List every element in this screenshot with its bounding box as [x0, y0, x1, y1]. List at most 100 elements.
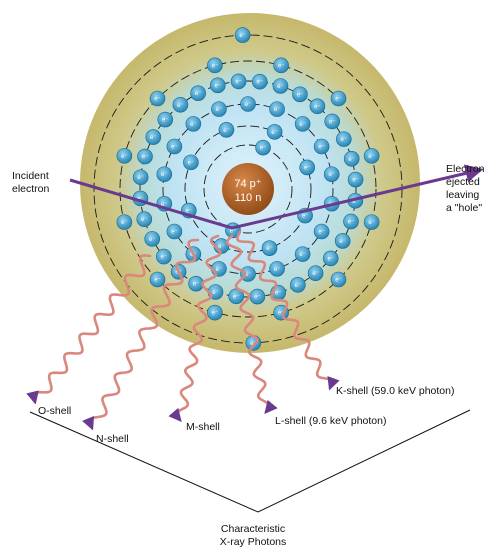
electron: e⁻ — [322, 250, 339, 267]
incident-label-line2: electron — [12, 183, 50, 195]
electron: e⁻ — [144, 231, 161, 247]
svg-text:e⁻: e⁻ — [230, 228, 237, 234]
electron: e⁻ — [272, 78, 289, 94]
svg-text:e⁻: e⁻ — [161, 172, 168, 178]
ejected-label-line2: ejected — [446, 176, 480, 188]
svg-text:e⁻: e⁻ — [348, 157, 355, 163]
svg-text:e⁻: e⁻ — [274, 267, 281, 273]
svg-text:e⁻: e⁻ — [215, 83, 222, 89]
svg-text:e⁻: e⁻ — [223, 128, 230, 134]
svg-text:e⁻: e⁻ — [186, 209, 193, 215]
electron: e⁻ — [230, 73, 247, 90]
electron: e⁻ — [132, 169, 149, 186]
electron: e⁻ — [185, 116, 202, 132]
electron: e⁻ — [211, 261, 227, 277]
svg-text:e⁻: e⁻ — [245, 272, 252, 278]
electron: e⁻ — [251, 73, 268, 90]
svg-text:e⁻: e⁻ — [212, 63, 219, 69]
svg-text:e⁻: e⁻ — [318, 145, 325, 151]
svg-text:e⁻: e⁻ — [137, 175, 144, 181]
electron: e⁻ — [166, 223, 183, 240]
svg-text:e⁻: e⁻ — [339, 239, 346, 245]
l-shell-photon — [226, 234, 278, 414]
photons-label-line2: X-ray Photons — [220, 536, 287, 548]
electron: e⁻ — [190, 85, 206, 102]
electron: e⁻ — [240, 96, 256, 112]
svg-text:e⁻: e⁻ — [274, 107, 281, 113]
shell-ring — [119, 60, 377, 318]
svg-text:e⁻: e⁻ — [368, 154, 375, 160]
svg-text:e⁻: e⁻ — [368, 220, 375, 226]
electron: e⁻ — [299, 159, 316, 176]
electron: e⁻ — [294, 116, 311, 132]
electron: e⁻ — [294, 246, 311, 262]
svg-text:e⁻: e⁻ — [121, 154, 128, 160]
ejected-label-line1: Electron — [446, 163, 485, 175]
svg-text:e⁻: e⁻ — [328, 172, 335, 178]
svg-text:e⁻: e⁻ — [314, 104, 321, 110]
svg-text:e⁻: e⁻ — [218, 244, 225, 250]
o-shell-photon — [26, 254, 152, 405]
photon-waves — [26, 230, 340, 431]
electron: e⁻ — [347, 171, 364, 188]
electron: e⁻ — [363, 214, 380, 230]
electron: e⁻ — [245, 335, 262, 351]
shell-ring — [203, 144, 293, 234]
electron: e⁻ — [313, 223, 330, 240]
svg-text:e⁻: e⁻ — [154, 278, 161, 284]
svg-text:e⁻: e⁻ — [150, 135, 157, 141]
electron: e⁻ — [273, 57, 289, 74]
photons-label-line1: Characteristic — [221, 523, 285, 535]
svg-text:e⁻: e⁻ — [195, 91, 202, 97]
svg-text:e⁻: e⁻ — [177, 103, 184, 109]
svg-text:e⁻: e⁻ — [335, 278, 342, 284]
svg-text:e⁻: e⁻ — [299, 122, 306, 128]
n-shell-photon — [82, 238, 200, 431]
svg-text:e⁻: e⁻ — [256, 80, 263, 86]
electron: e⁻ — [155, 248, 172, 265]
svg-text:e⁻: e⁻ — [271, 130, 278, 136]
svg-text:e⁻: e⁻ — [295, 283, 302, 289]
photons-bracket — [29, 409, 471, 513]
svg-text:e⁻: e⁻ — [329, 119, 336, 125]
svg-text:e⁻: e⁻ — [162, 118, 169, 124]
svg-text:e⁻: e⁻ — [278, 311, 285, 317]
nucleus: 74 p⁺ 110 n — [222, 163, 274, 215]
incident-electron-arrow — [69, 164, 484, 230]
k-shell-photon — [235, 230, 340, 391]
electron: e⁻ — [207, 304, 223, 321]
svg-text:e⁻: e⁻ — [216, 267, 223, 273]
svg-text:e⁻: e⁻ — [352, 178, 359, 184]
svg-text:e⁻: e⁻ — [348, 219, 355, 225]
electron: e⁻ — [249, 288, 266, 305]
electron: e⁻ — [149, 271, 166, 288]
ejected-label-line4: a "hole" — [446, 202, 482, 214]
svg-text:e⁻: e⁻ — [254, 295, 261, 301]
svg-text:e⁻: e⁻ — [260, 146, 267, 152]
svg-text:e⁻: e⁻ — [171, 230, 178, 236]
electron: e⁻ — [343, 150, 360, 167]
svg-text:e⁻: e⁻ — [302, 214, 309, 220]
svg-text:e⁻: e⁻ — [318, 230, 325, 236]
electron: e⁻ — [116, 148, 133, 164]
electron: e⁻ — [218, 121, 235, 138]
electron: e⁻ — [330, 90, 347, 107]
electron: e⁻ — [188, 275, 204, 292]
electron: e⁻ — [156, 166, 173, 183]
m-shell-photon — [168, 234, 222, 422]
l-shell-label: L-shell (9.6 keV photon) — [275, 415, 386, 427]
svg-text:e⁻: e⁻ — [245, 102, 252, 108]
svg-text:e⁻: e⁻ — [235, 79, 242, 85]
electron: e⁻ — [335, 131, 352, 147]
electron: e⁻ — [309, 98, 326, 115]
electron: e⁻ — [330, 271, 347, 288]
svg-text:e⁻: e⁻ — [233, 294, 240, 300]
svg-text:e⁻: e⁻ — [171, 145, 178, 151]
electron: e⁻ — [207, 57, 223, 74]
svg-text:e⁻: e⁻ — [327, 256, 334, 262]
svg-text:e⁻: e⁻ — [250, 341, 257, 347]
svg-text:e⁻: e⁻ — [277, 84, 284, 90]
svg-text:e⁻: e⁻ — [275, 291, 282, 297]
electron: e⁻ — [157, 111, 174, 128]
svg-text:e⁻: e⁻ — [278, 63, 285, 69]
